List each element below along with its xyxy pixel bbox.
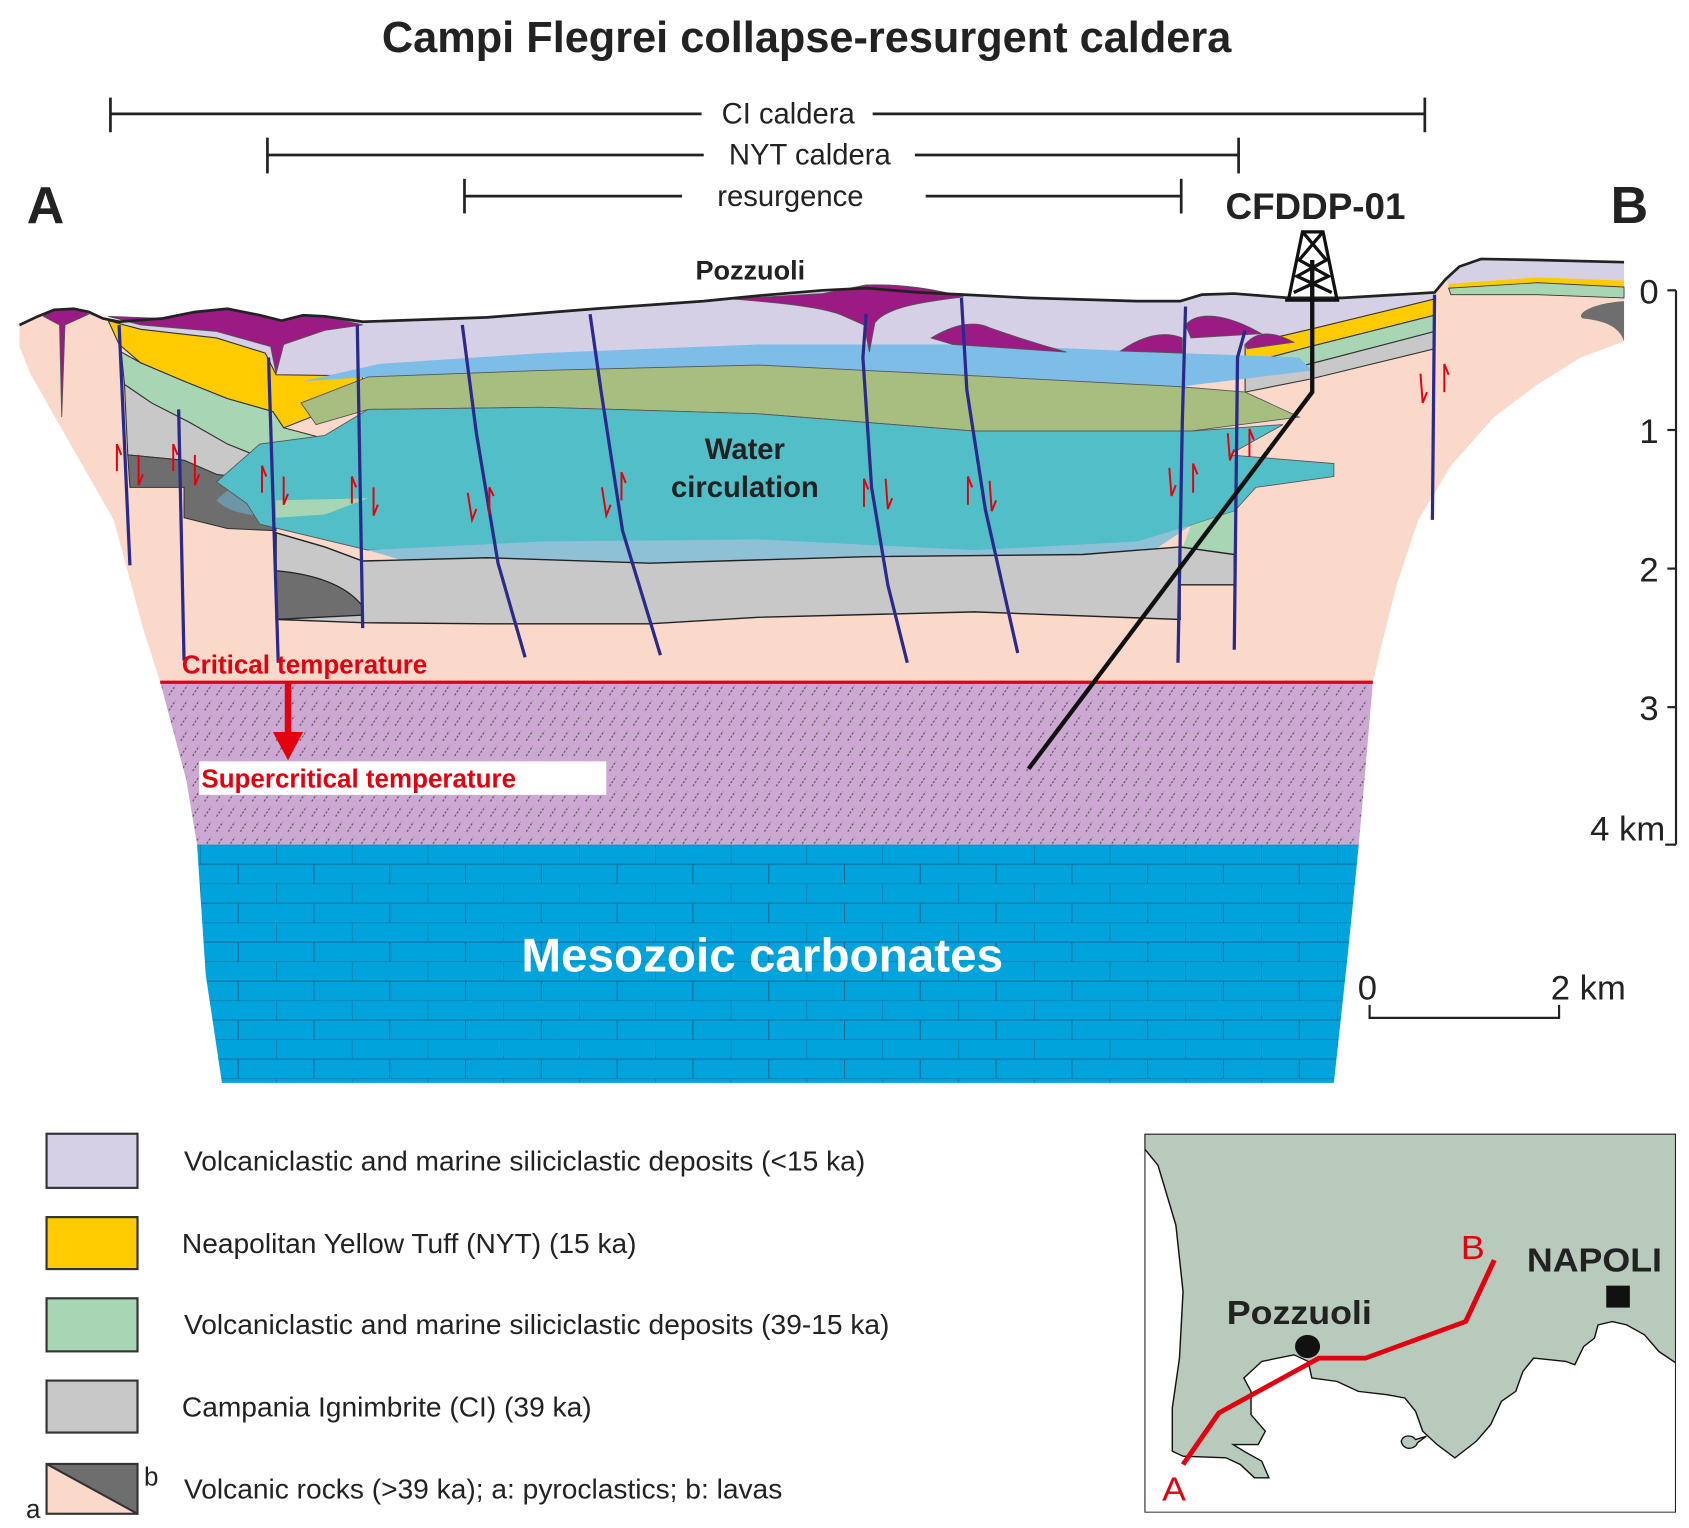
inset-island: [1400, 1435, 1427, 1449]
depth-tick-1: 1: [1639, 413, 1658, 451]
supercritical-zone: [160, 682, 1373, 845]
legend-swatch-volcanic-rocks: [45, 1462, 139, 1515]
inset-pozzuoli-label: Pozzuoli: [1227, 1295, 1372, 1332]
ci-caldera-bar: [109, 97, 1427, 133]
green-layer-far-right: [1448, 282, 1625, 299]
figure-title: Campi Flegrei collapse-resurgent caldera: [382, 14, 1232, 62]
depth-tick-4: 4 km: [1590, 810, 1665, 848]
depth-tick-3: 3: [1639, 690, 1658, 728]
supercritical-label-bg: [199, 761, 607, 795]
scale-bar: [1368, 1004, 1561, 1019]
nyt-caldera-label: NYT caldera: [729, 140, 892, 172]
scale-bar-end: 2 km: [1551, 969, 1626, 1007]
legend-swatch-ci: [45, 1379, 139, 1434]
well-trajectory: [1026, 260, 1315, 771]
light-blue-band: [303, 344, 1313, 387]
resurgence-bar: [463, 178, 1183, 214]
legend-mark-a: a: [26, 1494, 41, 1524]
lava-lens-right: [1581, 301, 1625, 342]
green-lens-mid: [276, 498, 369, 518]
legend-label-nyt: Neapolitan Yellow Tuff (NYT) (15 ka): [182, 1228, 637, 1259]
depth-axis: [1665, 289, 1678, 846]
well-label: CFDDP-01: [1226, 186, 1406, 227]
legend-swatch-39-15-deposits: [45, 1297, 139, 1353]
inset-napoli-square: [1606, 1285, 1630, 1308]
legend-swatch-young-deposits: [45, 1132, 139, 1189]
legend-label-ci: Campania Ignimbrite (CI) (39 ka): [182, 1391, 592, 1422]
legend: Volcaniclastic and marine siliciclastic …: [26, 1132, 889, 1524]
nyt-caldera-bar: [266, 137, 1240, 174]
legend-label-39-15-deposits: Volcaniclastic and marine siliciclastic …: [184, 1309, 889, 1340]
ci-caldera-label: CI caldera: [722, 99, 856, 131]
legend-label-volcanic-rocks: Volcanic rocks (>39 ka); a: pyroclastics…: [184, 1474, 782, 1505]
faults: [117, 294, 1437, 664]
depth-tick-2: 2: [1639, 552, 1658, 590]
resurgence-label: resurgence: [717, 181, 863, 213]
young-deposits-layer-right: [1445, 258, 1625, 284]
fault-slip-arrows: [115, 363, 1450, 524]
inset-pozzuoli-dot: [1295, 1334, 1321, 1359]
legend-label-young-deposits: Volcaniclastic and marine siliciclastic …: [184, 1146, 865, 1177]
section-end-a: A: [27, 177, 65, 235]
water-circulation-label-1: Water: [705, 434, 785, 466]
critical-temperature-label: Critical temperature: [182, 650, 427, 680]
inset-land: [1144, 1133, 1677, 1479]
ground-surface: [18, 257, 1625, 327]
down-arrow-icon: [272, 682, 304, 761]
legend-mark-b: b: [144, 1462, 158, 1492]
inset-napoli-label: NAPOLI: [1527, 1243, 1662, 1280]
supercritical-temperature-label: Supercritical temperature: [201, 763, 516, 793]
inset-section-line: [1180, 1259, 1497, 1466]
scale-bar-start: 0: [1358, 969, 1377, 1007]
water-circulation-label-2: circulation: [671, 472, 819, 504]
mesozoic-carbonates: [197, 844, 1359, 1083]
inset-end-b: B: [1461, 1230, 1485, 1267]
inset-end-a: A: [1162, 1472, 1186, 1509]
pozzuoli-label: Pozzuoli: [695, 255, 805, 285]
mesozoic-carbonates-label: Mesozoic carbonates: [521, 929, 1003, 982]
depth-tick-0: 0: [1639, 273, 1658, 311]
inset-location-map: Pozzuoli NAPOLI B A: [1144, 1133, 1677, 1513]
legend-swatch-nyt: [45, 1216, 139, 1271]
section-end-b: B: [1611, 177, 1649, 235]
